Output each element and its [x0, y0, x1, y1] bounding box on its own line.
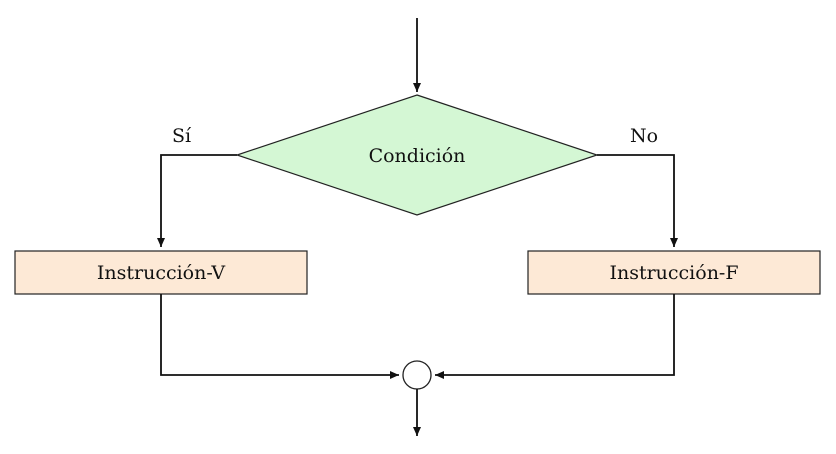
decision-diamond — [235, 94, 599, 216]
instruction-true-label: Instrucción-V — [97, 262, 226, 284]
decision-label: Condición — [369, 145, 466, 167]
instruction-false-label: Instrucción-F — [609, 262, 738, 284]
instruction-false-box — [527, 250, 821, 295]
false-merge-arrow — [435, 294, 675, 379]
false-branch-arrow — [597, 154, 678, 247]
true-branch-label: Sí — [172, 125, 192, 147]
merge-connector — [402, 360, 432, 390]
true-merge-arrow — [160, 294, 399, 379]
false-branch-label: No — [630, 125, 658, 147]
instruction-true-box — [14, 250, 308, 295]
true-branch-arrow — [157, 154, 237, 247]
